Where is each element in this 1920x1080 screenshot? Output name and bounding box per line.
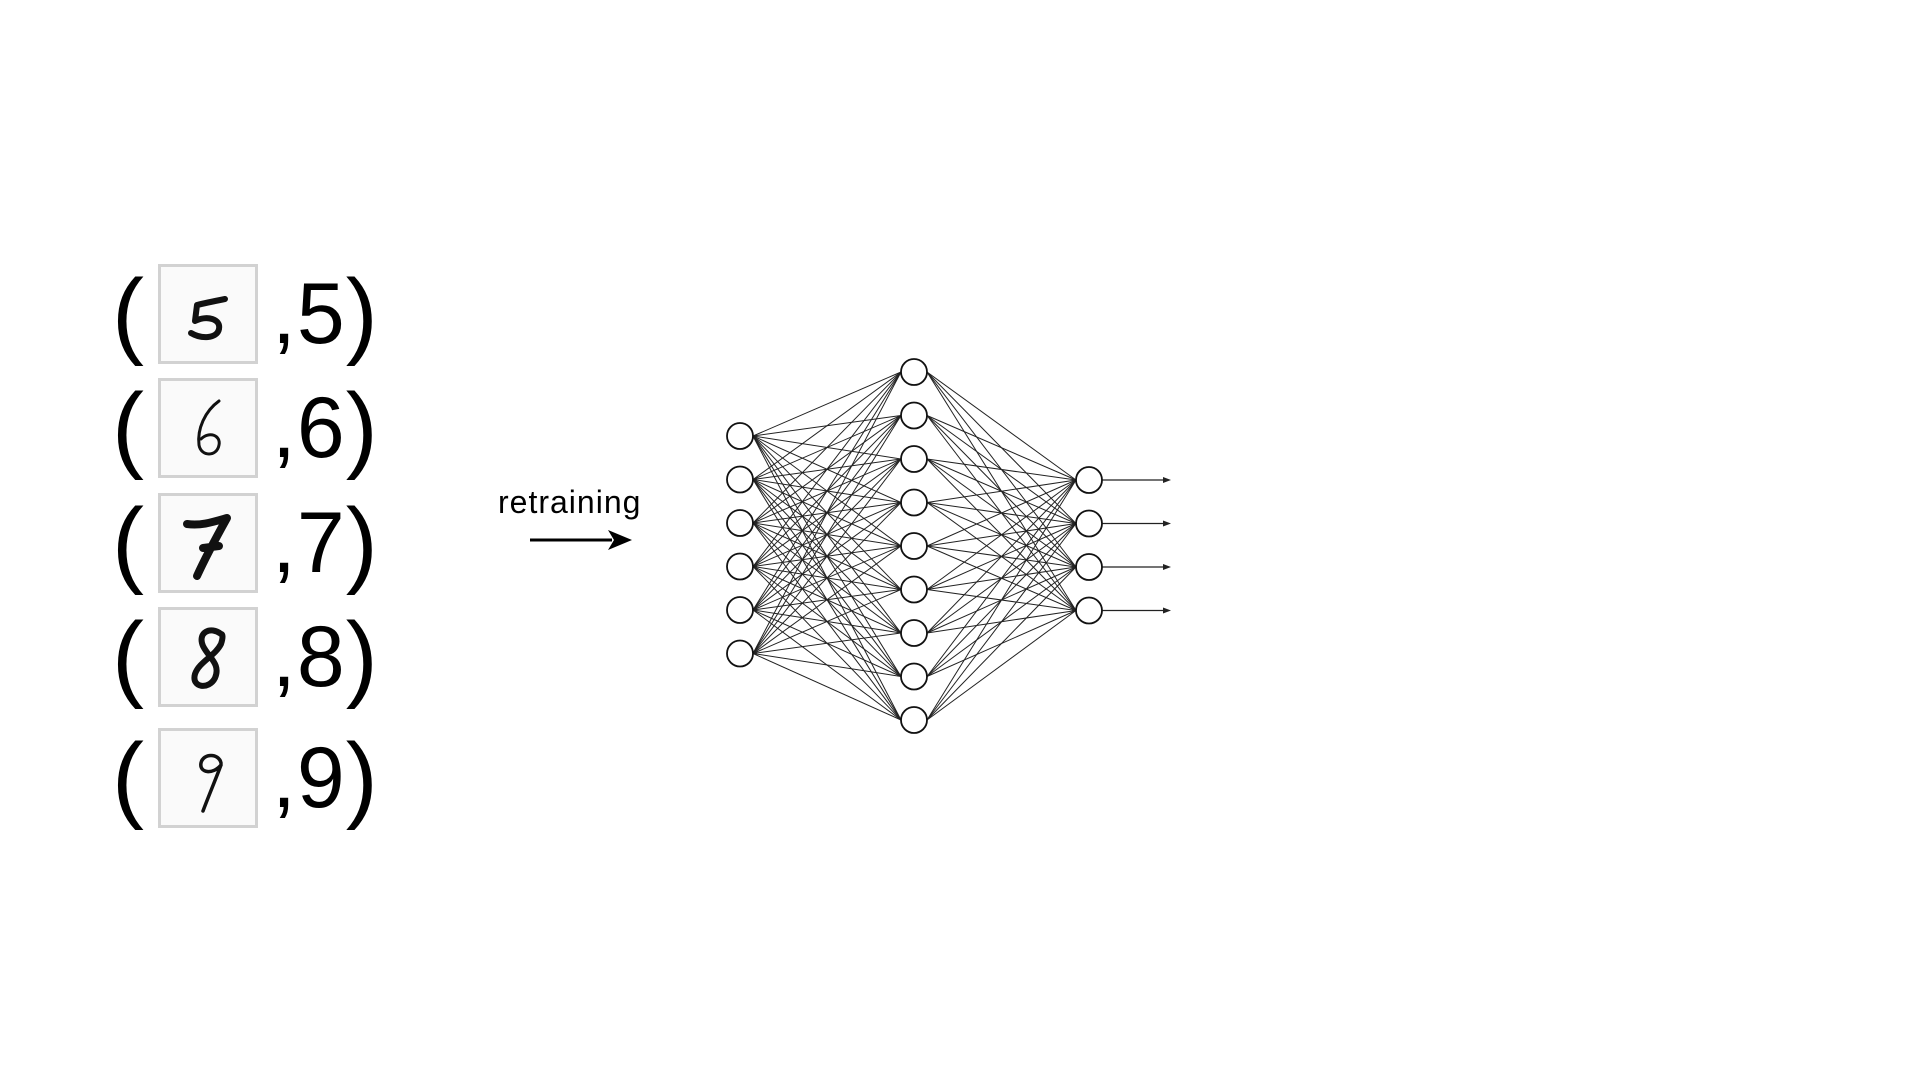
connection-l1-1-0	[926, 415, 1077, 481]
open-paren: (	[112, 489, 144, 596]
connection-l0-5-5	[752, 589, 902, 654]
connection-l1-8-2	[926, 566, 1077, 721]
retraining-label: retraining	[498, 484, 642, 520]
connection-l0-5-0	[752, 371, 902, 654]
close-paren: )	[345, 603, 378, 710]
comma: ,	[272, 380, 297, 476]
connection-l0-5-2	[752, 458, 902, 654]
connection-l0-0-0	[752, 371, 902, 437]
node-layer1-0	[900, 358, 928, 386]
digit-image-5	[158, 264, 258, 364]
node-layer0-4	[726, 596, 754, 624]
retraining-arrow-icon	[530, 530, 632, 550]
node-layer0-2	[726, 509, 754, 537]
node-layer2-0	[1075, 466, 1103, 494]
connection-l0-5-4	[752, 545, 902, 654]
node-layer1-3	[900, 488, 928, 517]
connection-l0-2-0	[752, 371, 902, 524]
output-arrowhead-1	[1163, 520, 1171, 527]
node-layer1-6	[900, 619, 928, 647]
connection-l1-2-0	[926, 458, 1077, 481]
digit-image-7	[158, 493, 258, 593]
close-paren: )	[345, 374, 378, 481]
comma: ,	[272, 495, 297, 591]
network-connections	[752, 371, 1077, 721]
comma: ,	[272, 609, 297, 705]
node-layer1-8	[900, 706, 928, 734]
node-layer1-4	[900, 532, 928, 560]
node-layer2-3	[1075, 596, 1103, 625]
open-paren: (	[112, 374, 144, 481]
digit-label-6: 6	[296, 380, 346, 476]
digit-label-5: 5	[296, 266, 346, 362]
connection-l1-8-3	[926, 610, 1077, 721]
close-paren: )	[345, 724, 378, 831]
node-layer0-3	[726, 552, 754, 581]
open-paren: (	[112, 260, 144, 367]
node-layer1-2	[900, 445, 928, 473]
connection-l1-6-0	[926, 479, 1077, 634]
training-pair-5: ( , 5 )	[112, 264, 378, 364]
node-layer0-0	[726, 422, 754, 450]
connection-l0-5-8	[752, 653, 902, 721]
comma: ,	[272, 730, 297, 826]
connection-l0-5-7	[752, 653, 902, 677]
connection-l0-1-0	[752, 371, 902, 480]
training-pair-7: ( , 7 )	[112, 493, 378, 593]
connection-l1-0-0	[926, 371, 1077, 481]
output-arrowhead-2	[1163, 564, 1171, 570]
output-arrowhead-0	[1163, 477, 1171, 483]
connection-l1-7-0	[926, 479, 1077, 677]
connection-l1-8-0	[926, 479, 1077, 721]
node-layer1-1	[900, 401, 928, 430]
comma: ,	[272, 266, 297, 362]
output-arrowhead-3	[1163, 607, 1171, 614]
digit-label-7: 7	[296, 495, 346, 591]
connection-l0-3-0	[752, 371, 902, 567]
node-layer0-1	[726, 465, 754, 494]
digit-image-8	[158, 607, 258, 707]
training-pair-6: ( , 6 )	[112, 378, 378, 478]
connection-l0-5-3	[752, 502, 902, 654]
training-pair-9: ( , 9 )	[112, 728, 378, 828]
connection-l1-8-1	[926, 523, 1077, 721]
digit-label-9: 9	[296, 730, 346, 826]
open-paren: (	[112, 603, 144, 710]
node-layer2-2	[1075, 553, 1103, 581]
neural-network-diagram	[726, 358, 1171, 734]
node-layer1-5	[900, 575, 928, 604]
node-layer0-5	[726, 639, 754, 668]
node-layer2-1	[1075, 509, 1103, 538]
digit-image-9	[158, 728, 258, 828]
open-paren: (	[112, 724, 144, 831]
connection-l1-4-0	[926, 479, 1077, 547]
training-pair-8: ( , 8 )	[112, 607, 378, 707]
connection-l1-5-0	[926, 479, 1077, 590]
node-layer1-7	[900, 662, 928, 691]
digit-label-8: 8	[296, 609, 346, 705]
close-paren: )	[345, 489, 378, 596]
digit-image-6	[158, 378, 258, 478]
connection-l0-5-6	[752, 632, 902, 654]
connection-l0-5-1	[752, 415, 902, 654]
connection-l0-4-0	[752, 371, 902, 611]
connection-l1-3-0	[926, 479, 1077, 503]
close-paren: )	[345, 260, 378, 367]
